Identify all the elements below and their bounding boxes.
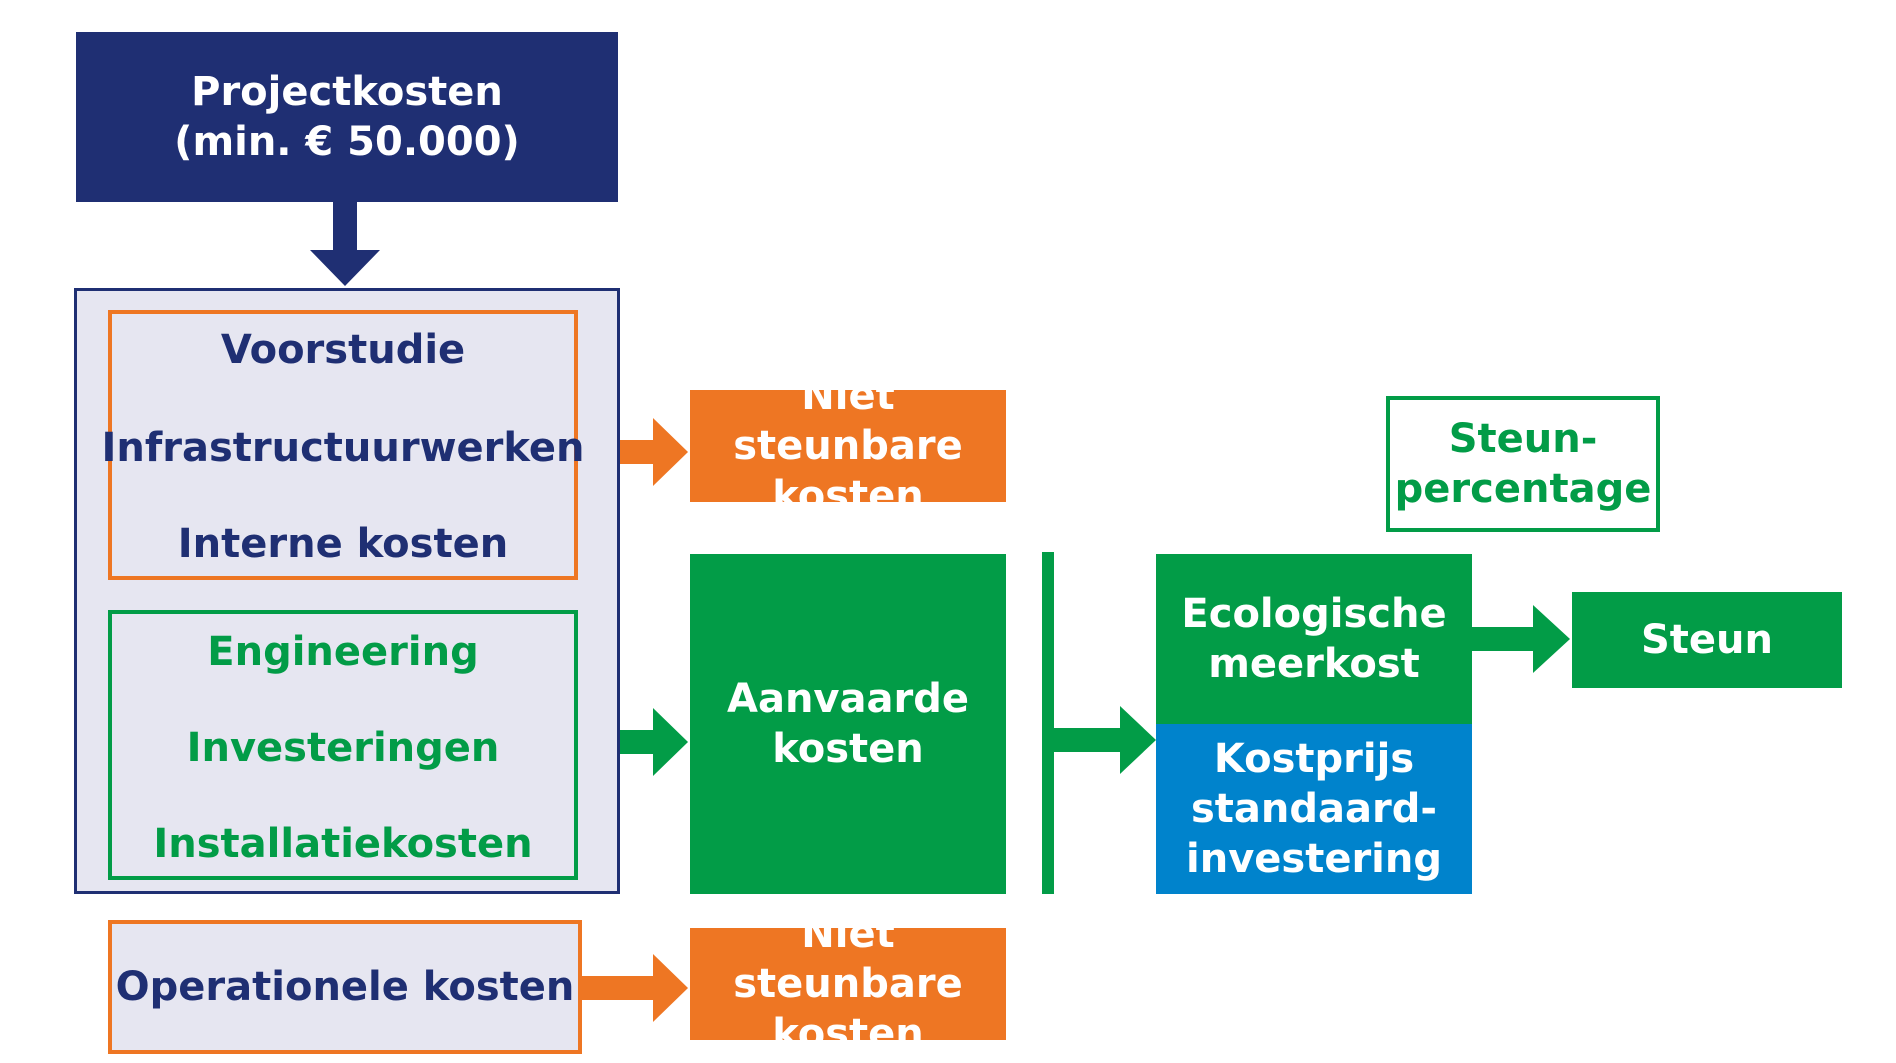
operationele-kosten-label: Operationele kosten xyxy=(115,964,575,1010)
niet-steunbare-bottom-line1: Niet steunbare xyxy=(733,911,963,1007)
niet-steunbare-top-line2: kosten xyxy=(772,473,924,519)
aanvaarde-line1: Aanvaarde xyxy=(727,676,969,722)
steunpercentage-line2: percentage xyxy=(1394,466,1652,512)
kostprijs-line3: investering xyxy=(1186,836,1442,882)
cost-categories-panel xyxy=(74,288,620,894)
item-engineering: Engineering xyxy=(207,629,479,675)
separator-bar xyxy=(1042,552,1054,894)
item-interne-kosten: Interne kosten xyxy=(177,521,509,567)
aanvaarde-line2: kosten xyxy=(772,726,924,772)
niet-steunbare-kosten-top: Niet steunbare kosten xyxy=(690,373,1006,519)
arrow-projectkosten-down xyxy=(310,202,380,286)
item-investeringen: Investeringen xyxy=(186,725,500,771)
niet-steunbare-top-line1: Niet steunbare xyxy=(733,373,963,469)
steunpercentage-line1: Steun- xyxy=(1448,416,1598,462)
niet-steunbare-bottom-line2: kosten xyxy=(772,1011,924,1057)
ecologische-line2: meerkost xyxy=(1208,641,1420,687)
arrow-to-steun xyxy=(1470,605,1570,673)
kostprijs-line2: standaard- xyxy=(1191,786,1437,832)
projectkosten-minimum: (min. € 50.000) xyxy=(174,119,520,165)
steunpercentage-box: Steun- percentage xyxy=(1386,396,1660,532)
item-infrastructuurwerken: Infrastructuurwerken xyxy=(101,425,585,471)
eligible-costs-group: Engineering Investeringen Installatiekos… xyxy=(108,610,578,880)
steun-label: Steun xyxy=(1640,617,1773,663)
projectkosten-title: Projectkosten xyxy=(191,69,503,115)
arrow-to-niet-steunbare-bottom xyxy=(580,954,688,1022)
item-voorstudie: Voorstudie xyxy=(220,327,466,373)
aanvaarde-kosten-box: Aanvaarde kosten xyxy=(690,554,1006,894)
niet-steunbare-kosten-bottom: Niet steunbare kosten xyxy=(690,911,1006,1057)
steun-box: Steun xyxy=(1572,592,1842,688)
item-installatiekosten: Installatiekosten xyxy=(153,821,533,867)
ecologische-line1: Ecologische xyxy=(1181,591,1447,637)
ecologische-meerkost-box: Ecologische meerkost xyxy=(1156,554,1472,724)
arrow-to-ecologische xyxy=(1054,706,1156,774)
kostprijs-standaardinvestering-box: Kostprijs standaard- investering xyxy=(1156,724,1472,894)
operationele-kosten-box: Operationele kosten xyxy=(108,920,582,1054)
kostprijs-line1: Kostprijs xyxy=(1213,736,1415,782)
non-eligible-costs-group: Voorstudie Infrastructuurwerken Interne … xyxy=(101,310,585,580)
projectkosten-box: Projectkosten (min. € 50.000) xyxy=(76,32,618,202)
